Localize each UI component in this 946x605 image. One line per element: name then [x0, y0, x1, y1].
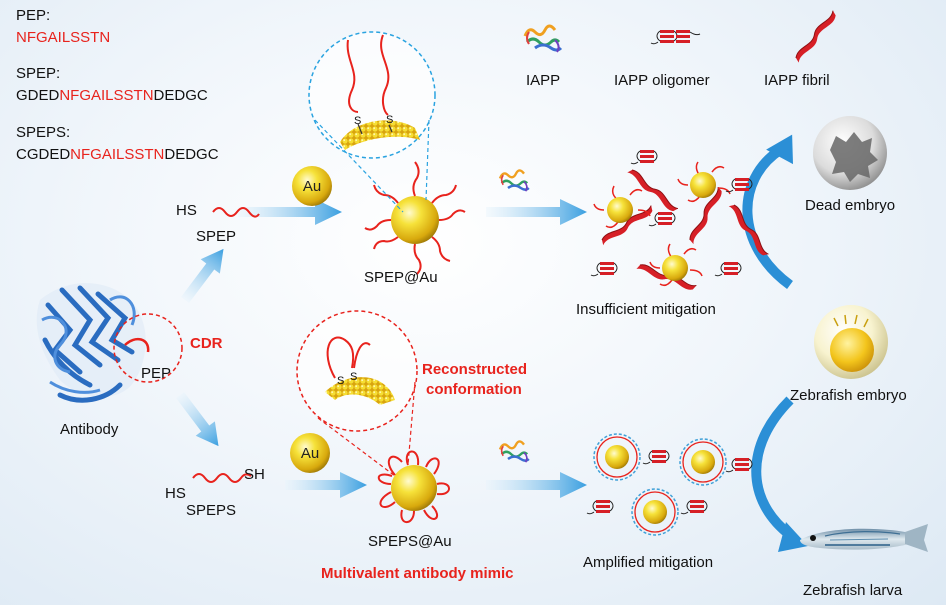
speps-au-label: SPEPS@Au — [368, 533, 452, 550]
insufficient-mitigation-label: Insufficient mitigation — [576, 301, 716, 318]
au-label-top: Au — [303, 178, 321, 195]
antibody-structure — [36, 283, 183, 403]
au-bead-top — [292, 166, 332, 206]
sulfur-label-2: S — [386, 114, 393, 126]
reconstructed-label-line1: Reconstructed — [422, 361, 528, 378]
iapp-monomer-bottom — [498, 440, 530, 464]
spep-sequence-name: SPEP: — [16, 65, 61, 82]
speps-sequence: CGDEDNFGAILSSTNDEDGC — [16, 147, 219, 162]
hs-label-bottom: HS — [165, 485, 186, 502]
spep-suffix: DEDGC — [153, 87, 208, 104]
spep-label: SPEP — [196, 228, 237, 245]
dead-embryo-image — [813, 116, 887, 190]
spep-zoom-inset — [308, 31, 436, 213]
iapp-oligomer-legend-icon — [650, 29, 701, 45]
sulfur-label-4: S — [350, 371, 357, 383]
speps-peptide-chain — [192, 473, 252, 483]
iapp-legend-label: IAPP — [526, 72, 561, 89]
zebrafish-larva-image — [800, 524, 928, 552]
speps-label: SPEPS — [186, 502, 237, 519]
sh-label-bottom: SH — [244, 466, 265, 483]
dead-embryo-label: Dead embryo — [805, 197, 896, 214]
spep-peptide-chain — [212, 207, 260, 218]
spep-au-label: SPEP@Au — [364, 269, 438, 286]
iapp-fibril-legend-label: IAPP fibril — [764, 72, 830, 89]
zebrafish-embryo-image — [814, 305, 888, 379]
au-label-bottom: Au — [301, 445, 319, 462]
speps-core: NFGAILSSTN — [70, 146, 165, 163]
iapp-oligomer-legend-label: IAPP oligomer — [614, 72, 710, 89]
multivalent-label: Multivalent antibody mimic — [321, 565, 514, 582]
sulfur-label-3: S — [337, 375, 344, 387]
zebrafish-larva-label: Zebrafish larva — [803, 582, 903, 599]
amplified-mitigation-label: Amplified mitigation — [583, 554, 714, 571]
flow-arrows — [176, 134, 808, 552]
speps-zoom-inset — [296, 310, 418, 477]
amplified-mitigation-cluster — [586, 433, 753, 536]
reconstructed-label-line2: conformation — [426, 381, 522, 398]
zebrafish-embryo-label: Zebrafish embryo — [790, 387, 907, 404]
au-bead-bottom — [290, 433, 330, 473]
spep-au-nanoparticle — [364, 161, 466, 275]
iapp-monomer-legend-icon — [523, 24, 563, 54]
iapp-fibril-legend-icon — [792, 9, 839, 65]
pep-label: PEP — [141, 365, 172, 382]
spep-prefix: GDED — [16, 87, 60, 104]
hs-label-top: HS — [176, 202, 197, 219]
pep-sequence-name: PEP: — [16, 7, 51, 24]
insufficient-mitigation-cluster — [590, 149, 771, 293]
speps-prefix: CGDED — [16, 146, 71, 163]
speps-suffix: DEDGC — [164, 146, 219, 163]
antibody-label: Antibody — [60, 421, 119, 438]
spep-sequence: GDEDNFGAILSSTNDEDGC — [16, 88, 208, 103]
cdr-label: CDR — [190, 335, 223, 352]
pep-sequence: NFGAILSSTN — [16, 29, 111, 46]
spep-core: NFGAILSSTN — [59, 87, 154, 104]
speps-au-nanoparticle — [377, 450, 450, 524]
speps-sequence-name: SPEPS: — [16, 124, 71, 141]
sulfur-label-1: S — [354, 115, 361, 127]
iapp-monomer-top — [498, 169, 530, 193]
